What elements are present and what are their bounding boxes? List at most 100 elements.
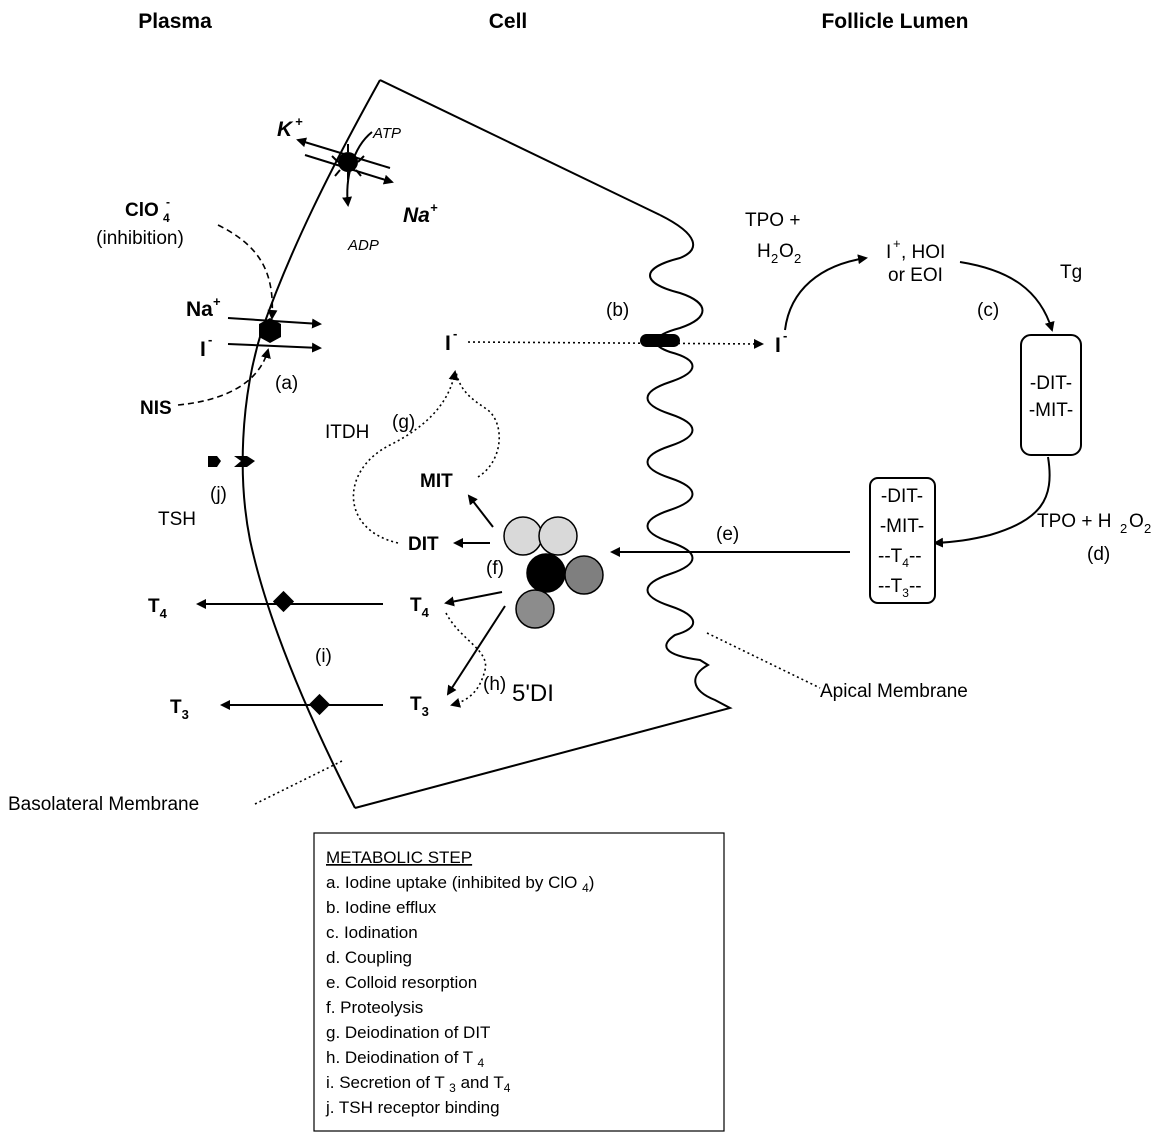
i-lumen-label: I [775,334,781,357]
basolateral-membrane-label: Basolateral Membrane [8,794,199,815]
tpo-h2o2-upper-h: H [757,241,771,262]
legend-item-j: j. TSH receptor binding [325,1098,500,1117]
atp-label: ATP [372,125,401,142]
tsh-label: TSH [158,509,196,530]
tpo-h2o2-lower-o: O [1129,511,1144,532]
legend-item-b: b. Iodine efflux [326,898,437,917]
basolateral-membrane [241,79,381,809]
step-f-label: (f) [486,558,504,579]
basolateral-callout-line [254,759,345,805]
nis-transporter [227,317,322,353]
t3-transporter [308,693,331,716]
lower-box-t3: --T3-- [878,576,922,600]
legend-item-h: h. Deiodination of T 4 [326,1048,485,1070]
t3-cell-label: T3 [410,694,429,719]
i-cell-sup: - [453,326,457,341]
nis-pointer [177,348,271,406]
legend-title: METABOLIC STEP [326,848,472,867]
iplus-line2: or EOI [888,265,943,286]
inhibition-label: (inhibition) [96,228,184,249]
tpo-h2o2-upper-sub1: 2 [771,251,778,266]
iplus-line1: I [886,242,891,263]
tpo-h2o2-lower: TPO + H [1037,511,1111,532]
k-ion-label: K [277,118,294,141]
mit-label: MIT [420,471,453,492]
legend-item-a: a. Iodine uptake (inhibited by ClO 4) [326,873,594,895]
legend-box [313,832,725,1132]
i-lumen-sup: - [783,328,787,343]
na-nis-sup: + [213,294,221,309]
itdh-label: ITDH [325,422,369,443]
apical-membrane-label: Apical Membrane [820,681,968,702]
itdh-dit-loop [352,370,459,544]
header-plasma: Plasma [138,10,212,33]
step-d-label: (d) [1087,544,1110,565]
step-j-label: (j) [210,484,227,505]
k-ion-sup: + [295,114,303,129]
t4-transporter [272,590,295,613]
i-cell-label: I [445,332,451,355]
tpo-h2o2-upper-line1: TPO + [745,210,800,231]
step-a-label: (a) [275,373,298,394]
header-follicle-lumen: Follicle Lumen [821,10,968,33]
legend-item-c: c. Iodination [326,923,418,942]
clo4-inhibition-arrow [217,224,278,320]
thyroglobulin-box-iodinated [1020,334,1082,456]
iplus-rest: , HOI [901,242,945,263]
lower-box-mit: -MIT- [880,516,924,537]
legend-item-d: d. Coupling [326,948,412,967]
i-plasma-sup: - [208,332,212,347]
i-plasma-label: I [200,338,206,361]
legend-item-g: g. Deiodination of DIT [326,1023,490,1042]
step-i-label: (i) [315,646,332,667]
tpo-h2o2-lower-sub1: 2 [1120,521,1127,536]
coupling-arrow [933,456,1051,548]
oxidation-arrow [784,254,868,331]
dit-label: DIT [408,534,439,555]
clo4-sup: - [166,195,170,209]
tpo-h2o2-lower-sub2: 2 [1144,521,1151,536]
iodide-efflux-arrow [467,338,764,349]
tsh-receptor [208,456,255,467]
iplus-sup: + [893,236,901,251]
itdh-mit-loop [455,371,500,478]
step-h-label: (h) [483,674,506,695]
t3-plasma-label: T3 [170,697,189,722]
legend-items: a. Iodine uptake (inhibited by ClO 4) b.… [325,873,594,1117]
iodination-arrow [959,261,1055,332]
tg-label: Tg [1060,262,1082,283]
5-di-label: 5'DI [512,680,554,707]
arrow-to-t4-cell [444,591,503,607]
legend-item-f: f. Proteolysis [326,998,423,1017]
upper-box-dit: -DIT- [1030,373,1072,394]
na-pump-sup: + [430,200,438,215]
step-b-label: (b) [606,300,629,321]
step-c-label: (c) [977,300,999,321]
legend-item-i: i. Secretion of T 3 and T4 [326,1073,511,1095]
apical-membrane [354,214,733,809]
clo4-sub: 4 [163,211,170,225]
lower-box-dit: -DIT- [881,486,923,507]
colloid-globules [503,516,604,629]
pendrin-channel [640,334,680,347]
arrow-to-mit [467,494,494,528]
t4-plasma-label: T4 [148,596,168,621]
step-g-label: (g) [392,412,415,433]
legend-item-e: e. Colloid resorption [326,973,477,992]
cell-top-edge [379,79,661,216]
adp-label: ADP [347,237,379,254]
header-cell: Cell [489,10,528,33]
arrow-to-t3-cell [446,605,506,696]
na-k-atpase-pump [296,131,394,207]
apical-callout-line [706,632,821,689]
nis-label: NIS [140,398,172,419]
tpo-h2o2-upper-o: O [779,241,794,262]
na-pump-label: Na [403,204,430,227]
t4-to-t3-deiodination [445,612,487,708]
upper-box-mit: -MIT- [1029,400,1073,421]
clo4-label: ClO [125,200,159,221]
step-e-label: (e) [716,524,739,545]
t4-cell-label: T4 [410,595,430,620]
thyroglobulin-box-coupled [869,477,936,604]
